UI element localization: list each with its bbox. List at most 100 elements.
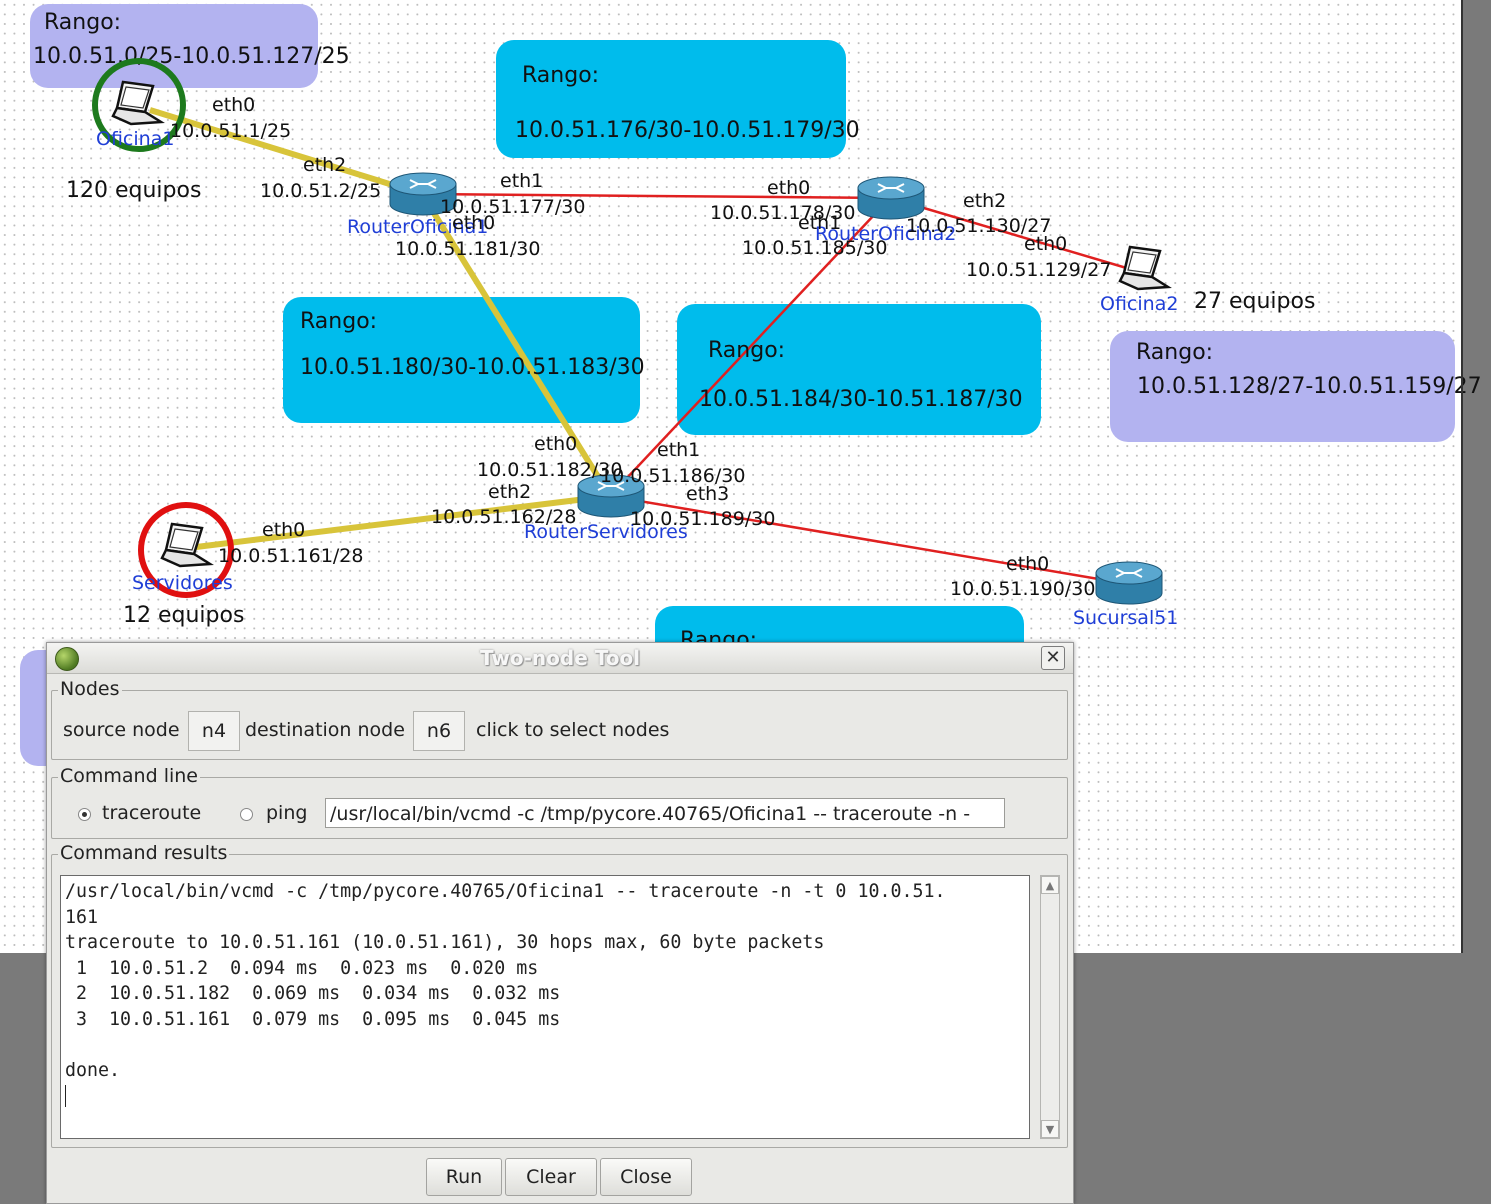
iface-ip: 10.0.51.129/27 (966, 259, 1112, 281)
iface-ip: 10.0.51.182/30 (477, 459, 623, 481)
zone-oficina2-range: 10.0.51.128/27-10.0.51.159/27 (1137, 374, 1482, 399)
results-text: /usr/local/bin/vcmd -c /tmp/pycore.40765… (65, 881, 946, 1081)
zone-link-r1-rs-title: Rango: (300, 309, 378, 334)
iface-ip: 10.0.51.161/28 (218, 545, 364, 567)
command-line-group: Command line (51, 765, 1068, 839)
zone-link-r1-rs[interactable] (283, 297, 640, 423)
run-button[interactable]: Run (426, 1158, 502, 1196)
node-name-sucursal51[interactable]: Sucursal51 (1073, 607, 1179, 629)
zone-oficina2-title: Rango: (1136, 340, 1214, 365)
iface-ip: 10.0.51.190/30 (950, 578, 1096, 600)
iface-ip: 10.0.51.181/30 (395, 238, 541, 260)
canvas-edge (1461, 0, 1463, 953)
iface-label: eth0 (534, 433, 578, 455)
iface-label: eth2 (963, 190, 1007, 212)
iface-label: eth2 (303, 154, 347, 176)
command-line-legend: Command line (58, 765, 200, 787)
zone-link-r1-r2-title: Rango: (522, 63, 600, 88)
node-name-router-oficina2[interactable]: RouterOficina2 (815, 223, 957, 245)
iface-ip: 10.0.51.177/30 (440, 196, 586, 218)
node-name-oficina2[interactable]: Oficina2 (1100, 293, 1179, 315)
markers-layer (92, 58, 234, 598)
destination-marker (138, 502, 234, 598)
zone-link-r1-r2-range: 10.0.51.176/30-10.0.51.179/30 (515, 118, 860, 143)
dialog-titlebar[interactable]: Two-node Tool ✕ (47, 643, 1073, 674)
zone-link-r1-rs-range: 10.0.51.180/30-10.0.51.183/30 (300, 355, 645, 380)
iface-label: eth0 (262, 519, 306, 541)
count-servidores: 12 equipos (123, 603, 245, 628)
iface-ip: 10.0.51.178/30 (710, 202, 856, 224)
link-servidores-routerservidores (187, 493, 611, 551)
ping-label[interactable]: ping (266, 802, 308, 824)
two-node-tool-dialog: Two-node Tool ✕ Nodes source node n4 des… (46, 642, 1074, 1204)
text-cursor (65, 1085, 66, 1107)
laptop-icon[interactable] (109, 78, 165, 132)
node-name-router-oficina1[interactable]: RouterOficina1 (347, 216, 489, 238)
link-router2-routerservidores (609, 197, 891, 497)
zone-link-r2-rs[interactable] (677, 304, 1041, 435)
router-icon[interactable] (1094, 561, 1164, 607)
zone-link-r2-rs-range: 10.0.51.184/30-10.51.187/30 (699, 387, 1023, 412)
nodes-legend: Nodes (58, 678, 122, 700)
iface-ip: 10.0.51.130/27 (906, 215, 1052, 237)
node-name-servidores[interactable]: Servidores (132, 572, 233, 594)
links-layer (149, 107, 1141, 586)
nodes-group: Nodes source node n4 destination node n6… (51, 678, 1068, 760)
iface-label: eth0 (212, 94, 256, 116)
iface-ip: 10.0.51.186/30 (600, 465, 746, 487)
iface-label: eth0 (767, 177, 811, 199)
count-oficina1: 120 equipos (66, 178, 202, 203)
source-node-label: source node (63, 719, 180, 741)
command-input[interactable]: /usr/local/bin/vcmd -c /tmp/pycore.40765… (325, 798, 1005, 828)
iface-ip: 10.0.51.2/25 (260, 180, 382, 202)
iface-label: eth0 (1006, 553, 1050, 575)
close-button[interactable]: Close (600, 1158, 692, 1196)
link-oficina1-router1 (149, 107, 423, 197)
router-icon[interactable] (388, 172, 458, 218)
zone-oficina1-range: 10.0.51.0/25-10.0.51.127/25 (33, 44, 350, 69)
scroll-down-icon[interactable]: ▼ (1041, 1120, 1059, 1138)
count-oficina2: 27 equipos (1194, 289, 1316, 314)
iface-ip: 10.0.51.189/30 (630, 508, 776, 530)
zone-link-r1-r2[interactable] (496, 40, 846, 158)
destination-node-label: destination node (245, 719, 405, 741)
iface-label: eth1 (657, 439, 701, 461)
results-scrollbar[interactable]: ▲ ▼ (1040, 875, 1060, 1139)
zone-oficina1-title: Rango: (44, 10, 122, 35)
iface-label: eth2 (488, 481, 532, 503)
source-marker (92, 58, 186, 152)
link-router1-router2 (421, 192, 891, 200)
app-icon (55, 647, 79, 671)
laptop-icon[interactable] (158, 520, 214, 574)
select-nodes-hint: click to select nodes (476, 719, 670, 741)
dialog-title: Two-node Tool (479, 646, 641, 670)
command-results-group: Command results (51, 842, 1068, 1148)
link-routerservidores-sucursal (609, 494, 1129, 586)
iface-ip: 10.0.51.185/30 (742, 237, 888, 259)
iface-ip: 10.0.51.162/28 (431, 506, 577, 528)
source-node-field[interactable]: n4 (188, 711, 240, 751)
node-name-oficina1[interactable]: Oficina1 (96, 128, 175, 150)
command-results-legend: Command results (58, 842, 230, 864)
laptop-icon[interactable] (1116, 243, 1172, 297)
iface-label: eth1 (798, 212, 842, 234)
link-router1-routerservidores (419, 192, 613, 498)
scroll-up-icon[interactable]: ▲ (1041, 876, 1059, 894)
zone-link-r2-rs-title: Rango: (708, 338, 786, 363)
traceroute-label[interactable]: traceroute (102, 802, 202, 824)
destination-node-field[interactable]: n6 (413, 711, 465, 751)
ping-radio[interactable] (240, 808, 253, 821)
node-name-router-servidores[interactable]: RouterServidores (524, 521, 688, 543)
clear-button[interactable]: Clear (505, 1158, 597, 1196)
iface-label: eth0 (452, 212, 496, 234)
results-textarea[interactable]: /usr/local/bin/vcmd -c /tmp/pycore.40765… (60, 875, 1030, 1139)
iface-label: eth1 (500, 170, 544, 192)
router-icon[interactable] (576, 474, 646, 520)
zone-oficina2[interactable] (1110, 331, 1455, 442)
iface-ip: 10.0.51.1/25 (170, 120, 292, 142)
iface-label: eth0 (1024, 233, 1068, 255)
close-icon[interactable]: ✕ (1041, 646, 1065, 670)
router-icon[interactable] (856, 176, 926, 222)
traceroute-radio[interactable] (78, 808, 91, 821)
link-router2-oficina2 (889, 196, 1141, 274)
